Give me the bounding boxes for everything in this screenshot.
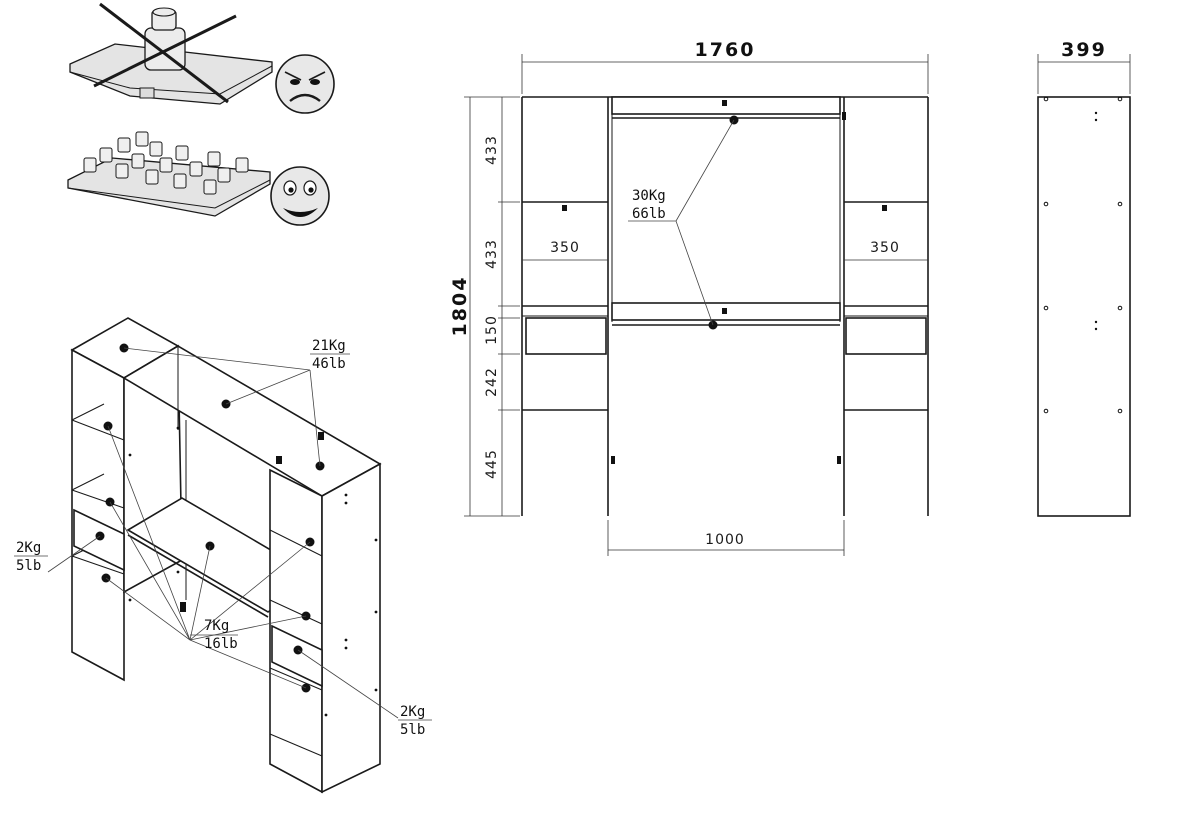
happy-face-icon bbox=[270, 166, 330, 226]
opening-width-label: 1000 bbox=[705, 532, 745, 548]
isometric-view bbox=[47, 317, 399, 794]
section-height-3-label: 150 bbox=[484, 315, 500, 345]
right-drawer-kg-label: 2Kg bbox=[400, 704, 425, 720]
load-right-illustration bbox=[67, 131, 271, 217]
section-height-5-label: 445 bbox=[484, 449, 500, 479]
shelf-load-kg-label: 7Kg bbox=[204, 618, 229, 634]
shelf-load-lb-label: 16lb bbox=[204, 636, 238, 652]
left-shelf-width-label: 350 bbox=[550, 240, 580, 256]
top-load-kg-label: 21Kg bbox=[312, 338, 346, 354]
total-height-label: 1804 bbox=[449, 276, 471, 337]
angry-face-icon bbox=[275, 54, 335, 114]
side-depth-label: 399 bbox=[1061, 39, 1107, 61]
rail-load-lb-label: 66lb bbox=[632, 206, 666, 222]
right-drawer-lb-label: 5lb bbox=[400, 722, 425, 738]
top-load-lb-label: 46lb bbox=[312, 356, 346, 372]
side-view bbox=[1037, 54, 1131, 517]
left-drawer-kg-label: 2Kg bbox=[16, 540, 41, 556]
left-drawer-lb-label: 5lb bbox=[16, 558, 41, 574]
section-height-4-label: 242 bbox=[484, 367, 500, 397]
section-height-2-label: 433 bbox=[484, 239, 500, 269]
section-height-1-label: 433 bbox=[484, 135, 500, 165]
rail-load-kg-label: 30Kg bbox=[632, 188, 666, 204]
front-view bbox=[464, 54, 929, 556]
right-shelf-width-label: 350 bbox=[870, 240, 900, 256]
total-width-label: 1760 bbox=[695, 39, 756, 61]
load-wrong-illustration bbox=[69, 2, 273, 105]
